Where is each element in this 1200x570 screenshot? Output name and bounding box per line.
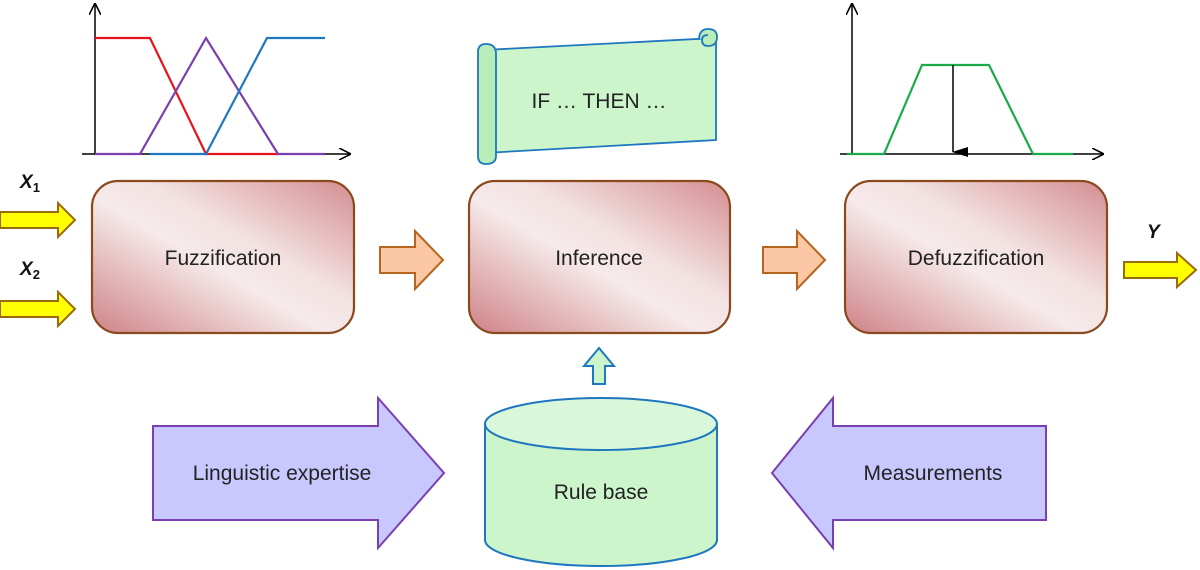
linguistic-expertise-arrow: Linguistic expertise	[152, 395, 446, 551]
rule-base-label: Rule base	[554, 481, 649, 504]
scroll-right-roll	[698, 28, 718, 47]
flow-arrow-inference-to-defuzzification	[762, 228, 827, 292]
output-y-label: Y	[1147, 222, 1162, 243]
inference-label: Inference	[555, 247, 643, 270]
scroll-left-roll	[477, 43, 497, 165]
rule-base-cylinder: Rule base	[484, 397, 718, 567]
fuzzification-label: Fuzzification	[165, 247, 282, 270]
fuzzification-block: Fuzzification	[90, 179, 356, 335]
output-y-arrow	[1123, 250, 1198, 290]
rule-base-to-inference-arrow	[581, 346, 617, 385]
input-x1-label: X1	[19, 172, 40, 195]
membership-curve-high	[150, 36, 325, 156]
rule-scroll: IF … THEN …	[477, 28, 718, 165]
defuzzification-block: Defuzzification	[843, 179, 1109, 335]
input-x2-label: X2	[19, 259, 40, 282]
input-x2-arrow	[0, 289, 77, 329]
output-fuzzy-set-curve	[847, 63, 1073, 156]
flow-arrow-fuzzification-to-inference	[379, 228, 445, 292]
membership-curve-mid	[95, 35, 325, 156]
defuzzification-label: Defuzzification	[908, 247, 1045, 270]
linguistic-expertise-label: Linguistic expertise	[193, 462, 372, 485]
input-membership-chart	[82, 4, 350, 154]
inference-block: Inference	[467, 179, 732, 335]
measurements-label: Measurements	[864, 462, 1003, 485]
input-x1-arrow	[0, 200, 77, 240]
scroll-text: IF … THEN …	[532, 90, 667, 113]
measurements-arrow: Measurements	[770, 395, 1047, 551]
output-set-chart	[840, 4, 1103, 154]
membership-curve-low	[95, 36, 278, 156]
